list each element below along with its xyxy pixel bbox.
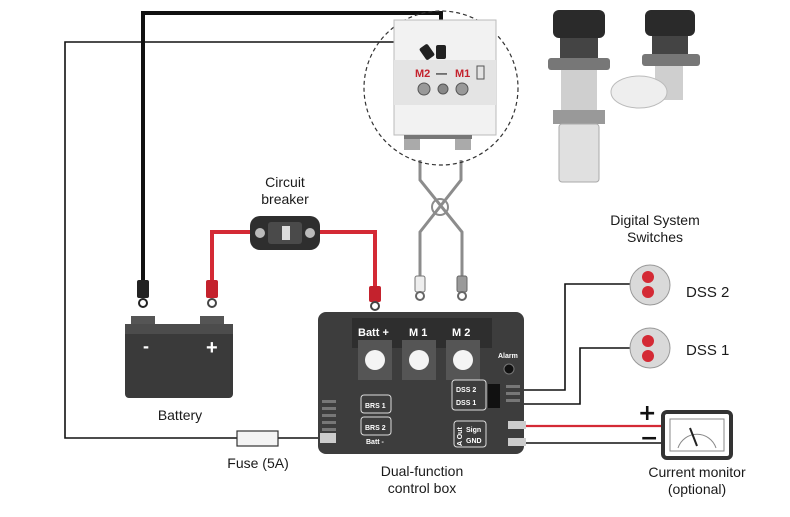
breaker-to-box-wire (318, 230, 377, 290)
dss2-switch (629, 264, 671, 306)
box-dss2-label: DSS 2 (456, 387, 476, 394)
box-m1-lug (414, 275, 426, 301)
box-sign-label: Sign (466, 427, 481, 434)
control-box-label-line1: Dual-function (380, 463, 464, 479)
motor-m1-label: M1 (455, 68, 470, 80)
battery-negative-symbol: - (143, 336, 149, 356)
circuit-breaker (250, 216, 320, 250)
control-box (318, 312, 526, 454)
current-monitor-plus-symbol: + (638, 401, 657, 426)
digital-switches-label-line2: Switches (626, 229, 684, 245)
current-monitor (661, 410, 733, 460)
dss2-wire (498, 283, 633, 391)
motor-cable-m2 (418, 160, 463, 278)
battery-positive-symbol: + (206, 337, 218, 359)
winch-image-right (610, 10, 700, 109)
motor-separator: — (436, 68, 447, 80)
dss2-label: DSS 2 (686, 284, 730, 301)
battery-positive-terminal-lug (206, 280, 218, 308)
box-brs2-label: BRS 2 (365, 425, 386, 432)
dss1-wire (498, 347, 633, 405)
circuit-breaker-label-line2: breaker (261, 191, 309, 207)
circuit-breaker-label-line1: Circuit (265, 174, 305, 190)
battery-negative-terminal-lug (137, 280, 149, 308)
box-gnd-label: GND (466, 438, 482, 445)
digital-switches-label-line1: Digital System (610, 212, 700, 228)
box-brs1-label: BRS 1 (365, 403, 386, 410)
box-batt-plus-lug (369, 286, 381, 311)
fuse (236, 430, 279, 447)
motor-cable-m1 (418, 160, 464, 278)
dss1-switch (629, 327, 671, 369)
fuse-label: Fuse (5A) (227, 455, 289, 471)
current-monitor-label-line1: Current monitor (648, 464, 746, 480)
box-dss1-label: DSS 1 (456, 400, 476, 407)
box-m1-label: M 1 (409, 327, 427, 339)
box-alarm-label: Alarm (498, 353, 518, 360)
control-box-label-line2: control box (387, 480, 457, 496)
current-monitor-minus-symbol: − (640, 426, 659, 451)
box-m2-lug (456, 275, 468, 301)
battery (125, 316, 233, 398)
battery-label: Battery (157, 407, 203, 423)
box-batt-minus-label: Batt - (366, 439, 385, 446)
motor-detail (363, 10, 519, 166)
battery-positive-wire (210, 230, 252, 282)
box-m2-label: M 2 (452, 327, 470, 339)
current-monitor-label-line2: (optional) (667, 481, 727, 497)
motor-m2-label: M2 (415, 68, 430, 80)
box-batt-plus-label: Batt + (358, 327, 389, 339)
winch-image-left (548, 10, 610, 183)
dss1-label: DSS 1 (686, 342, 730, 359)
box-a-out-label: A Out (457, 427, 464, 446)
